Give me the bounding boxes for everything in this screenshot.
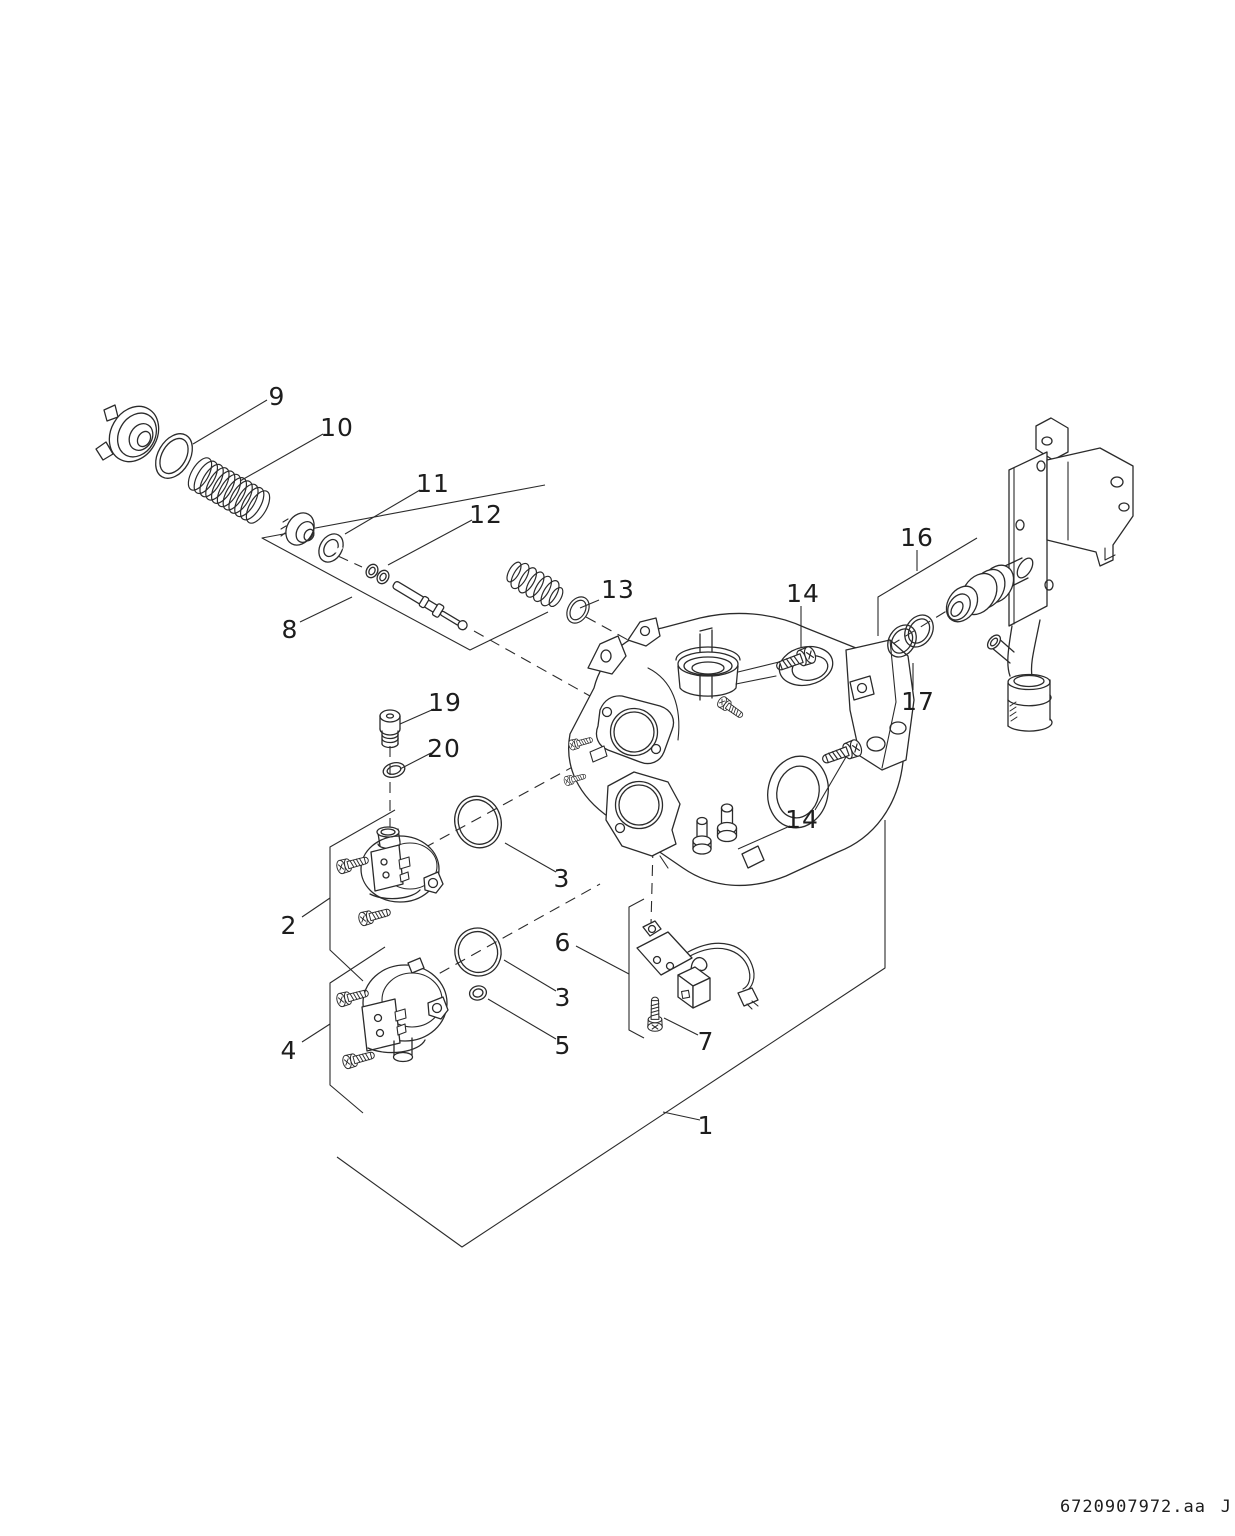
label-leader-lines: [192, 399, 918, 1121]
part-label-16: 16: [900, 523, 934, 552]
part-13-o-ring: [566, 596, 590, 624]
part-13-threaded-plug: [506, 561, 590, 624]
part-label-6: 6: [555, 928, 572, 957]
part-17-o-rings: [887, 614, 934, 658]
main-valve-body: [562, 612, 915, 887]
part-label-8: 8: [282, 615, 299, 644]
part-label-11: 11: [416, 469, 450, 498]
part-16-bracket-pipe-assembly: [945, 417, 1134, 732]
part-19-adjuster-plug: [379, 709, 401, 749]
group-outline-lines: [261, 484, 978, 1248]
part-label-13: 13: [601, 575, 635, 604]
part-label-12: 12: [469, 500, 503, 529]
part-11-plug-and-washer: [280, 512, 344, 563]
part-label-4: 4: [281, 1036, 298, 1065]
group-outline-16: [877, 537, 978, 636]
group-outline-1: [336, 820, 886, 1248]
part-20-o-ring: [382, 762, 406, 778]
part-label-5: 5: [555, 1031, 572, 1060]
part-label-1: 1: [698, 1111, 715, 1140]
group-outline-6: [628, 898, 645, 1039]
part-3-o-ring-lower: [454, 927, 502, 977]
part-2-solenoid-valve: [334, 826, 444, 928]
document-revision: J: [1221, 1497, 1232, 1517]
part-7-screw: [647, 996, 663, 1032]
part-label-10: 10: [320, 413, 354, 442]
part-14-pins-lower: [692, 803, 738, 855]
part-9-o-ring: [155, 433, 193, 479]
part-3-o-ring-upper: [454, 795, 502, 849]
part-label-19: 19: [428, 688, 462, 717]
part-label-3-lower: 3: [555, 983, 572, 1012]
part-label-14-lower: 14: [785, 805, 819, 834]
part-12-shaft-and-orings: [365, 563, 468, 631]
part-4-solenoid-valve: [334, 957, 449, 1071]
part-label-20: 20: [427, 734, 461, 763]
part-6-micro-switch: [636, 920, 759, 1010]
part-label-2: 2: [281, 911, 298, 940]
group-outline-8: [261, 484, 549, 651]
part-label-7: 7: [698, 1027, 715, 1056]
part-label-14-upper: 14: [786, 579, 820, 608]
part-label-17: 17: [901, 687, 935, 716]
document-code: 6720907972.aa: [1060, 1497, 1206, 1517]
part-5-o-ring: [468, 985, 488, 1001]
group-outline-4: [329, 946, 386, 1114]
part-9-end-cap: [95, 404, 193, 479]
part-10-spring: [187, 457, 271, 524]
part-label-3-upper: 3: [554, 864, 571, 893]
part-label-9: 9: [269, 382, 286, 411]
